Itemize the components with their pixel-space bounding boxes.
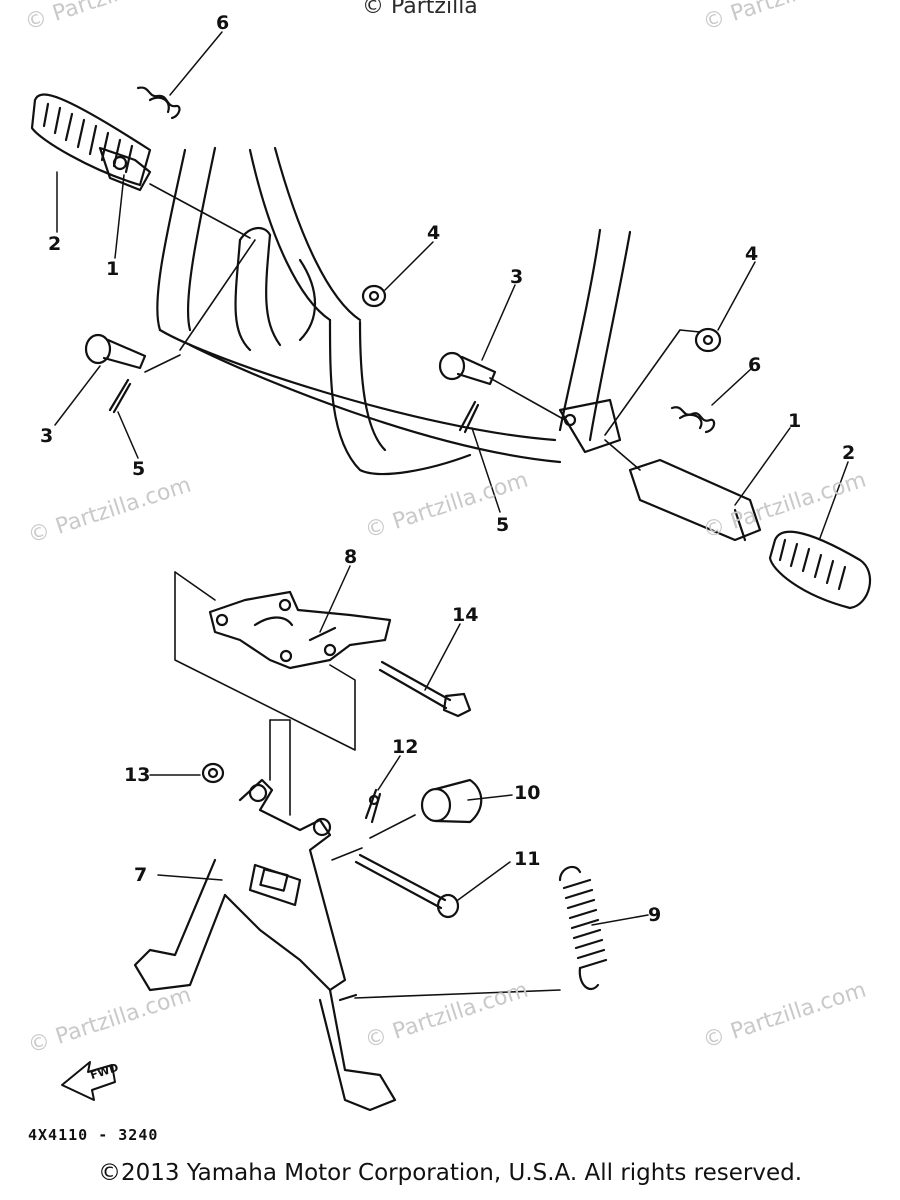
stand-bolt: [378, 660, 472, 718]
left-footrest-bracket: [98, 146, 152, 192]
right-cotter-pin: [458, 400, 480, 434]
main-stand: [133, 778, 397, 1112]
left-pin: [84, 333, 147, 370]
callout-9: 9: [648, 904, 662, 926]
callout-14: 14: [452, 604, 479, 626]
callout-11: 11: [514, 848, 541, 870]
drawing-code: 4X4110 - 3240: [28, 1126, 159, 1144]
left-spring: [136, 86, 181, 120]
callout-6: 6: [748, 354, 762, 376]
stand-bracket: [208, 590, 392, 670]
stand-pin: [354, 853, 460, 919]
callout-3: 3: [40, 425, 54, 447]
left-cotter-pin: [108, 378, 132, 414]
right-spring: [670, 406, 716, 434]
callout-1: 1: [788, 410, 802, 432]
right-footrest-rubber: [768, 530, 871, 610]
callout-5: 5: [132, 458, 146, 480]
stand-spring: [558, 865, 608, 991]
callout-8: 8: [344, 546, 358, 568]
right-footrest-bracket: [628, 458, 762, 542]
callout-3: 3: [510, 266, 524, 288]
callout-2: 2: [842, 442, 856, 464]
bracket-outline-box: [174, 571, 356, 751]
right-pin: [438, 351, 497, 386]
leader-lines: [54, 31, 849, 926]
left-footrest-rubber: [30, 93, 152, 187]
callout-1: 1: [106, 258, 120, 280]
callout-4: 4: [427, 222, 441, 244]
fwd-arrow-icon: [61, 1061, 116, 1101]
callout-5: 5: [496, 514, 510, 536]
callout-6: 6: [216, 12, 230, 34]
callout-7: 7: [134, 864, 148, 886]
callout-2: 2: [48, 233, 62, 255]
callout-10: 10: [514, 782, 541, 804]
stand-damper: [420, 778, 483, 824]
frame-tubes: [156, 146, 632, 476]
right-washer: [694, 327, 722, 353]
copyright-notice: ©2013 Yamaha Motor Corporation, U.S.A. A…: [97, 1160, 803, 1186]
stand-cotter-pin: [364, 788, 382, 824]
stand-nut: [201, 762, 225, 784]
callout-13: 13: [124, 764, 151, 786]
callout-12: 12: [392, 736, 419, 758]
stand-reference-lines: [269, 719, 561, 999]
left-washer: [361, 284, 387, 308]
reference-lines: [144, 183, 701, 471]
watermark-top: © Partzilla: [362, 0, 478, 19]
callout-4: 4: [745, 243, 759, 265]
